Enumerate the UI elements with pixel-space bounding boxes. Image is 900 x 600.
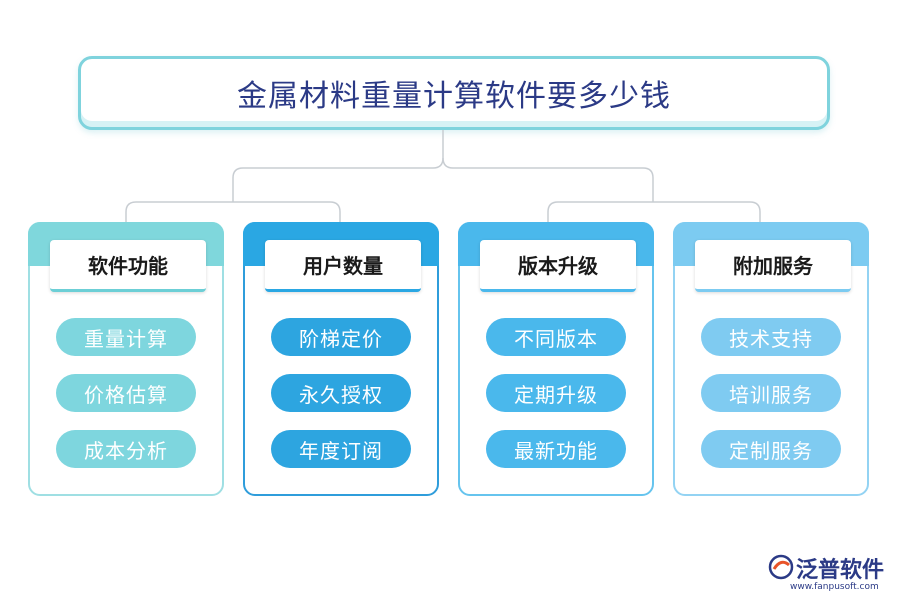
item-pill: 年度订阅: [271, 430, 411, 468]
item-pill: 培训服务: [701, 374, 841, 412]
item-pill: 阶梯定价: [271, 318, 411, 356]
item-pill: 定制服务: [701, 430, 841, 468]
column-addon-services: 附加服务 技术支持 培训服务 定制服务: [673, 222, 869, 496]
item-pill: 价格估算: [56, 374, 196, 412]
connector-trunk: [232, 130, 444, 192]
title-box: 金属材料重量计算软件要多少钱: [78, 56, 830, 130]
brand-name: 泛普软件: [796, 558, 885, 583]
diagram-title: 金属材料重量计算软件要多少钱: [237, 79, 671, 114]
column-software-features: 软件功能 重量计算 价格估算 成本分析: [28, 222, 224, 496]
connector-left-branch: [125, 192, 341, 222]
column-header: 用户数量: [265, 240, 421, 292]
brand-url: www.fanpusoft.com: [790, 582, 879, 592]
item-pill: 不同版本: [486, 318, 626, 356]
connector-right-branch: [547, 192, 761, 222]
item-pill: 成本分析: [56, 430, 196, 468]
item-pill: 重量计算: [56, 318, 196, 356]
connector-trunk-right: [442, 157, 654, 192]
item-pill: 技术支持: [701, 318, 841, 356]
column-version-upgrade: 版本升级 不同版本 定期升级 最新功能: [458, 222, 654, 496]
column-header: 版本升级: [480, 240, 636, 292]
item-pill: 永久授权: [271, 374, 411, 412]
column-user-count: 用户数量 阶梯定价 永久授权 年度订阅: [243, 222, 439, 496]
brand-watermark: 泛普软件 www.fanpusoft.com: [768, 552, 890, 596]
item-pill: 定期升级: [486, 374, 626, 412]
column-header: 软件功能: [50, 240, 206, 292]
item-pill: 最新功能: [486, 430, 626, 468]
fanpu-logo-icon: [768, 554, 794, 580]
column-header: 附加服务: [695, 240, 851, 292]
